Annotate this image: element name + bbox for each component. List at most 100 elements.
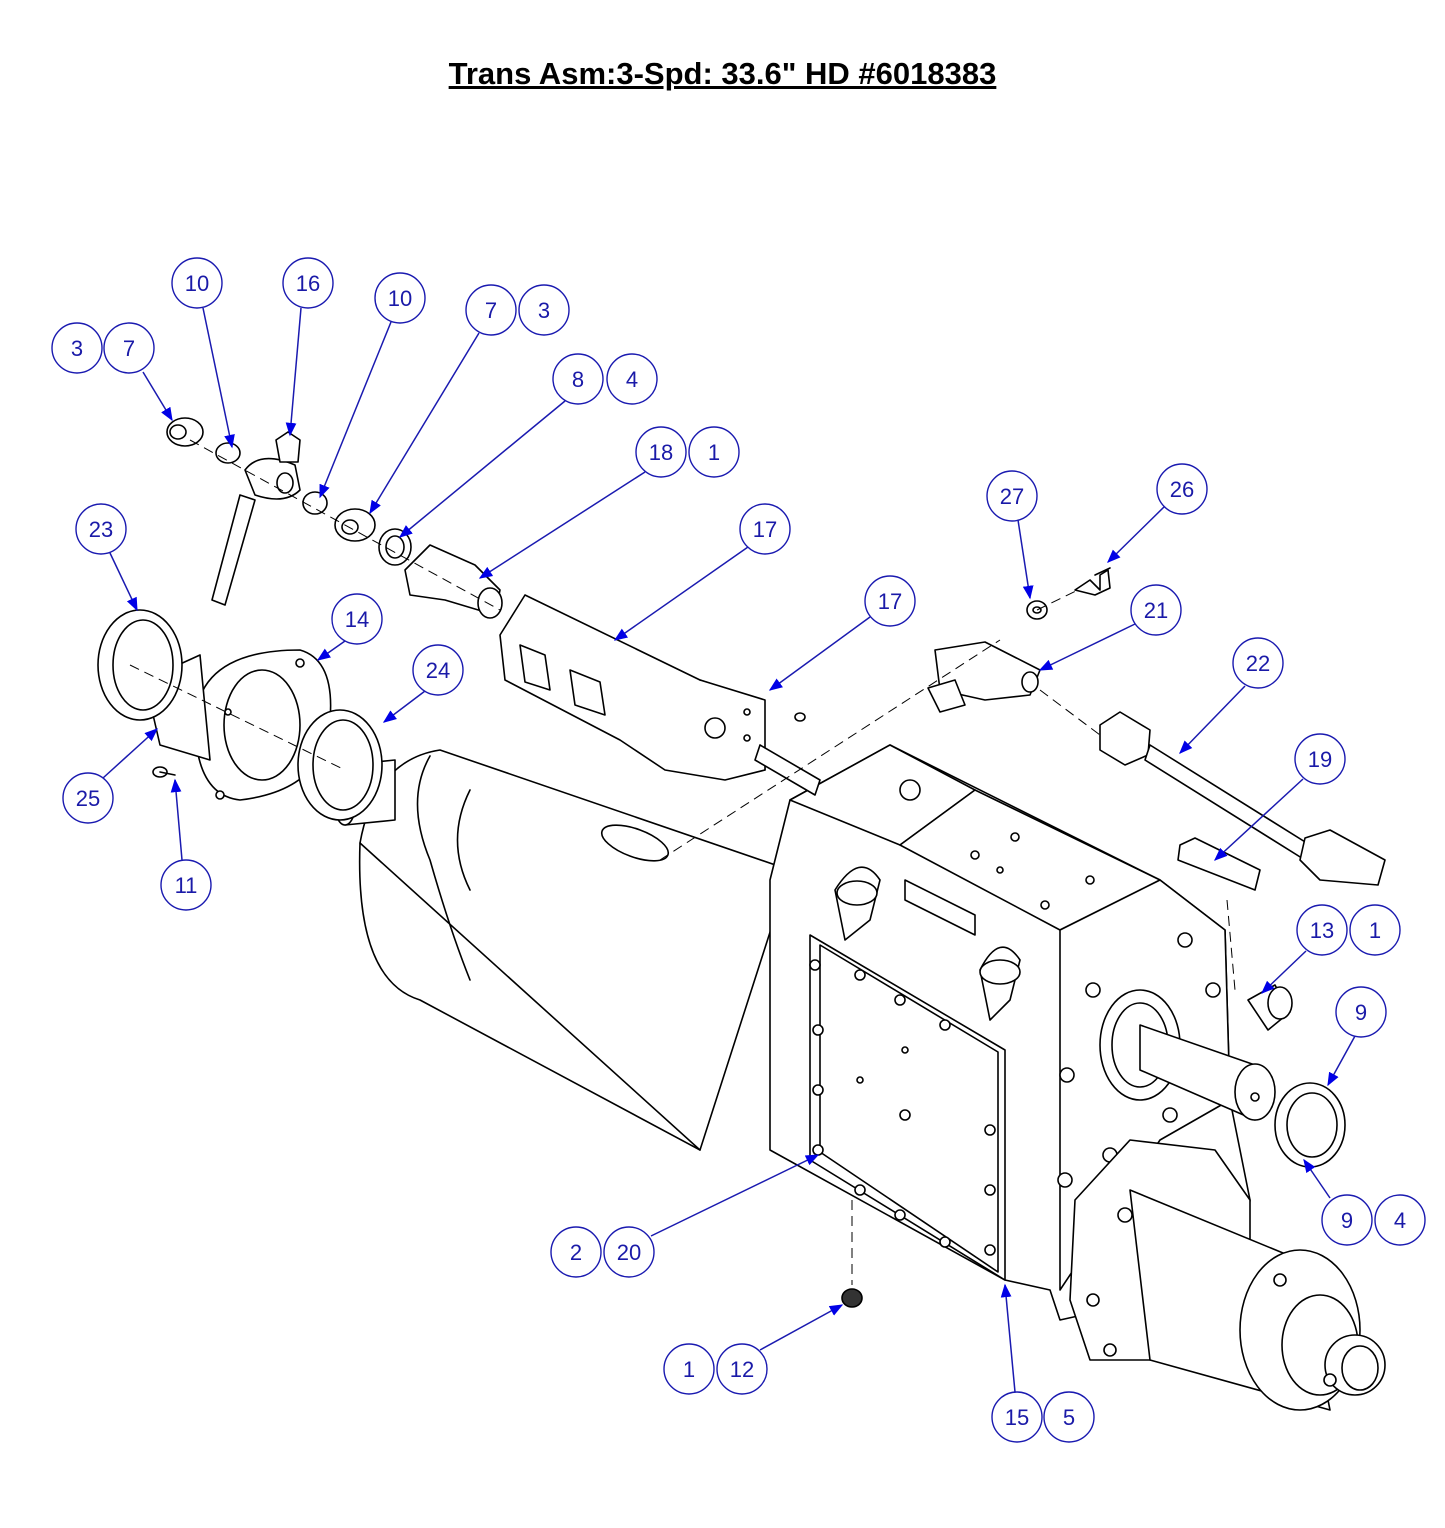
callout-balloon [1043,1391,1095,1443]
callout-number: 2 [570,1240,582,1265]
callout-balloon [606,353,658,405]
callout-number: 9 [1341,1208,1353,1233]
leader-line [285,307,302,437]
callout-number: 18 [649,440,673,465]
shift-collar-part [166,417,204,447]
callout-balloon [1349,904,1401,956]
leader-line [369,332,480,515]
callout-number: 1 [708,440,720,465]
seal-24-part [297,709,383,821]
callout-number: 21 [1144,598,1168,623]
callout-number: 8 [572,367,584,392]
callout-number: 10 [185,271,209,296]
callout-balloon [739,503,791,555]
callout-number: 3 [538,298,550,323]
callout-balloon [75,503,127,555]
callout-balloon [374,272,426,324]
drain-plug-12-part [841,1288,863,1308]
leader-line [759,1304,844,1351]
callout-number: 17 [878,589,902,614]
callout-balloon [1130,584,1182,636]
leader-line [202,307,235,449]
leader-line [1179,685,1246,754]
sensor-21-part [927,641,1041,713]
callout-number: 26 [1170,477,1194,502]
callout-10b: 10 [319,272,426,499]
callout-number: 4 [1394,1208,1406,1233]
bolt-26-part [1074,567,1111,596]
callout-number: 11 [175,873,198,898]
callout-number: 17 [753,517,777,542]
leader-line [1038,623,1136,671]
callout-balloon [1232,637,1284,689]
leader-line [1017,519,1034,600]
callout-balloon [62,772,114,824]
plug-13-part [1247,984,1293,1031]
callout-number: 22 [1246,651,1270,676]
callout-balloon [716,1343,768,1395]
leader-line [102,728,158,779]
leader-line [1107,505,1166,563]
callout-16: 16 [282,257,334,437]
callout-balloon [635,426,687,478]
callout-number: 13 [1310,918,1334,943]
callout-balloon [1335,986,1387,1038]
callout-number: 23 [89,517,113,542]
leader-line [316,640,346,661]
pin-11-part [152,766,176,778]
callout-number: 14 [345,607,369,632]
leader-line [1000,1283,1016,1393]
snap-ring-10b-part [302,491,328,515]
leader-line [142,371,173,422]
leader-line [109,552,138,612]
callout-22: 22 [1179,637,1284,754]
leader-line [478,471,646,579]
leader-line [319,321,392,499]
collar-7-part [334,508,376,542]
bolt-17b-part [754,712,821,796]
callout-balloon [518,284,570,336]
key-19-part [1177,837,1261,891]
callout-17a: 17 [613,503,791,641]
callout-number: 4 [626,367,638,392]
callout-balloon [552,353,604,405]
lower-output-housing-part [1069,1139,1386,1411]
callout-balloon [663,1343,715,1395]
callout-balloon [51,322,103,374]
seal-23-part [97,609,183,721]
callout-number: 27 [1000,484,1024,509]
callout-number: 1 [683,1357,695,1382]
callout-26: 26 [1107,463,1208,563]
callout-balloon [1294,733,1346,785]
callout-number: 19 [1308,747,1332,772]
shift-lever-16-part [211,431,301,606]
leader-line [170,778,183,861]
callout-11: 11 [160,778,212,911]
callout-27: 27 [986,470,1038,600]
callout-10a: 10 [171,257,235,449]
callout-balloon [465,284,517,336]
leader-line [398,400,566,538]
callout-18-1: 18 1 [478,426,740,579]
callout-balloon [864,575,916,627]
callout-balloon [1296,904,1348,956]
callout-number: 15 [1005,1405,1029,1430]
callout-balloon [550,1226,602,1278]
callout-number: 1 [1369,918,1381,943]
bracket-17-part [499,594,766,781]
leader-line [650,1154,820,1237]
callout-balloon [1156,463,1208,515]
callout-23: 23 [75,503,138,612]
leader-line [1214,778,1304,861]
callout-number: 7 [485,298,497,323]
page-title: Trans Asm:3-Spd: 33.6" HD #6018383 [448,56,997,91]
leader-line [1327,1035,1356,1087]
callout-number: 9 [1355,1000,1367,1025]
fitting-18-part [404,544,503,619]
callout-balloon [160,859,212,911]
